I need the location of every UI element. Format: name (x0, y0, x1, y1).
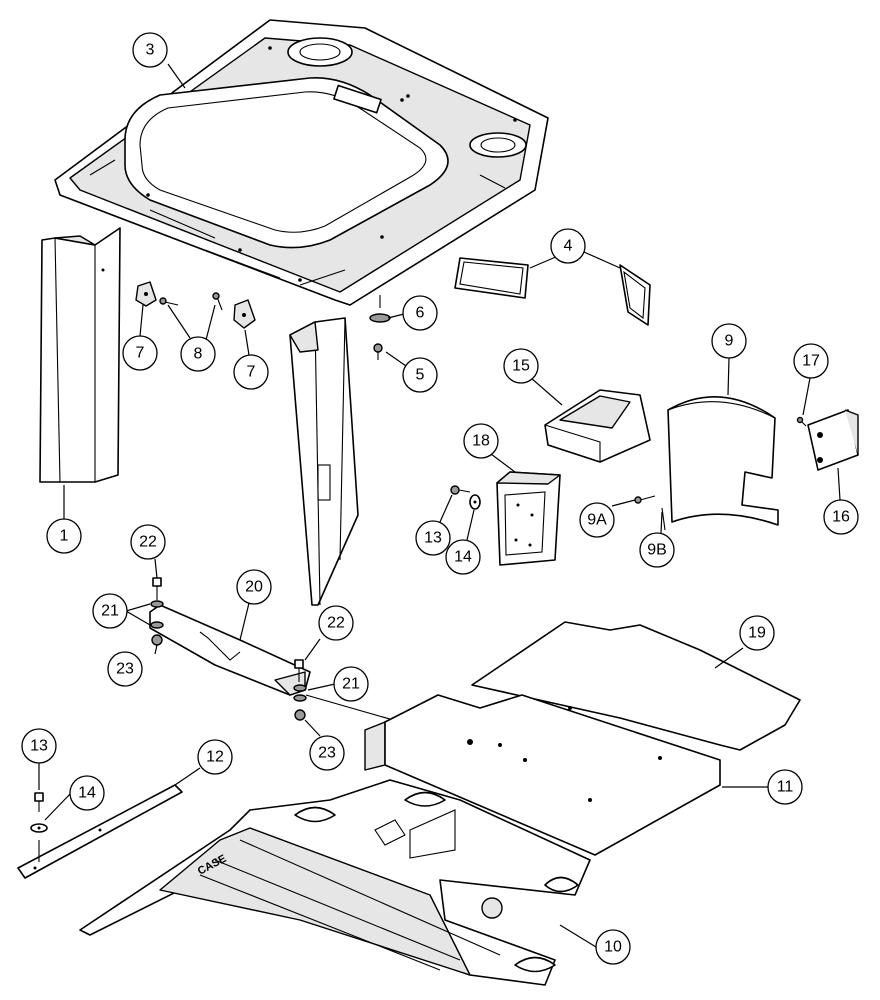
svg-text:7: 7 (247, 364, 256, 381)
part-screw-13-upper (450, 485, 471, 495)
callout-9b: 9B (639, 532, 675, 568)
part-bolt-5 (373, 343, 383, 360)
part-center-post-trim (289, 317, 359, 606)
callout-19: 19 (739, 615, 775, 651)
svg-text:21: 21 (342, 676, 360, 693)
svg-text:3: 3 (146, 42, 155, 59)
part-housing-15 (544, 389, 651, 463)
part-panel-18 (496, 471, 561, 566)
svg-text:15: 15 (512, 358, 530, 375)
svg-text:16: 16 (832, 509, 850, 526)
svg-text:19: 19 (748, 625, 766, 642)
part-washer-14-upper (469, 494, 481, 510)
part-bracket-bar-20 (149, 604, 311, 696)
svg-text:13: 13 (30, 738, 48, 755)
part-screw-left (159, 297, 179, 306)
callout-21-left: 21 (92, 593, 128, 629)
svg-text:22: 22 (139, 534, 157, 551)
part-floor-plate-11 (364, 694, 721, 856)
callout-8: 8 (180, 336, 216, 372)
part-left-post-trim (39, 227, 121, 483)
svg-text:23: 23 (116, 661, 134, 678)
svg-text:8: 8 (194, 346, 203, 363)
callout-18: 18 (463, 423, 499, 459)
part-seal-left (454, 257, 529, 299)
part-bolt-22-right (294, 659, 304, 682)
callout-17: 17 (793, 343, 829, 379)
callout-22-right: 22 (318, 605, 354, 641)
svg-text:18: 18 (472, 433, 490, 450)
callout-9: 9 (711, 323, 747, 359)
svg-text:20: 20 (245, 579, 263, 596)
part-clip-left (135, 281, 157, 307)
svg-text:5: 5 (416, 367, 425, 384)
svg-text:21: 21 (101, 603, 119, 620)
part-nut-23-left (151, 634, 163, 646)
callout-20: 20 (236, 569, 272, 605)
callout-1: 1 (46, 518, 82, 554)
part-seal-right (619, 264, 651, 326)
part-screw-17 (796, 416, 807, 427)
part-pin-9b (661, 507, 666, 531)
callout-11: 11 (767, 769, 803, 805)
svg-text:11: 11 (777, 779, 794, 796)
callout-7-left: 7 (122, 335, 158, 371)
svg-text:9B: 9B (647, 542, 667, 559)
leader-lines (38, 63, 841, 948)
svg-text:12: 12 (206, 749, 224, 766)
svg-text:6: 6 (416, 305, 425, 322)
callout-23-right: 23 (309, 735, 345, 771)
callout-3: 3 (132, 32, 168, 68)
svg-text:22: 22 (327, 615, 345, 632)
svg-text:14: 14 (78, 785, 96, 802)
part-washers-21-right (293, 684, 307, 702)
part-screw-right (212, 292, 223, 311)
svg-text:7: 7 (136, 345, 145, 362)
part-washer-6 (369, 295, 391, 323)
part-clip-right (233, 299, 256, 329)
part-bracket-16 (807, 409, 859, 471)
callout-22-left: 22 (130, 524, 166, 560)
part-strip-12 (17, 784, 183, 879)
callout-13-lower: 13 (21, 728, 57, 764)
callout-14-upper: 14 (445, 539, 481, 575)
part-screw-13-lower (34, 792, 44, 812)
svg-text:9: 9 (725, 333, 734, 350)
part-mat-19 (471, 621, 801, 751)
part-washers-21-left (150, 600, 164, 629)
svg-text:1: 1 (60, 528, 69, 545)
callout-6: 6 (402, 295, 438, 331)
svg-text:14: 14 (454, 549, 472, 566)
part-roof-headliner (54, 19, 549, 306)
callout-5: 5 (402, 357, 438, 393)
svg-text:17: 17 (802, 353, 820, 370)
callout-23-left: 23 (107, 651, 143, 687)
callout-10: 10 (595, 929, 631, 965)
svg-text:9A: 9A (587, 512, 607, 529)
part-lower-mat-10: CASE (79, 779, 591, 986)
callout-21-right: 21 (333, 666, 369, 702)
part-curved-panel-9 (667, 395, 779, 526)
callout-15: 15 (503, 348, 539, 384)
svg-text:10: 10 (604, 939, 622, 956)
callout-9a: 9A (579, 502, 615, 538)
callout-13-upper: 13 (415, 520, 451, 556)
callout-12: 12 (197, 739, 233, 775)
part-screw-9a (634, 495, 656, 504)
callout-4: 4 (550, 228, 586, 264)
part-bolt-22-left (152, 577, 162, 600)
callout-7-right: 7 (233, 354, 269, 390)
part-nut-23-right (294, 709, 306, 721)
svg-text:13: 13 (424, 530, 442, 547)
svg-text:4: 4 (564, 238, 573, 255)
callout-14-lower: 14 (69, 775, 105, 811)
svg-text:23: 23 (318, 745, 336, 762)
part-washer-14-lower (30, 823, 48, 833)
callout-16: 16 (823, 499, 859, 535)
